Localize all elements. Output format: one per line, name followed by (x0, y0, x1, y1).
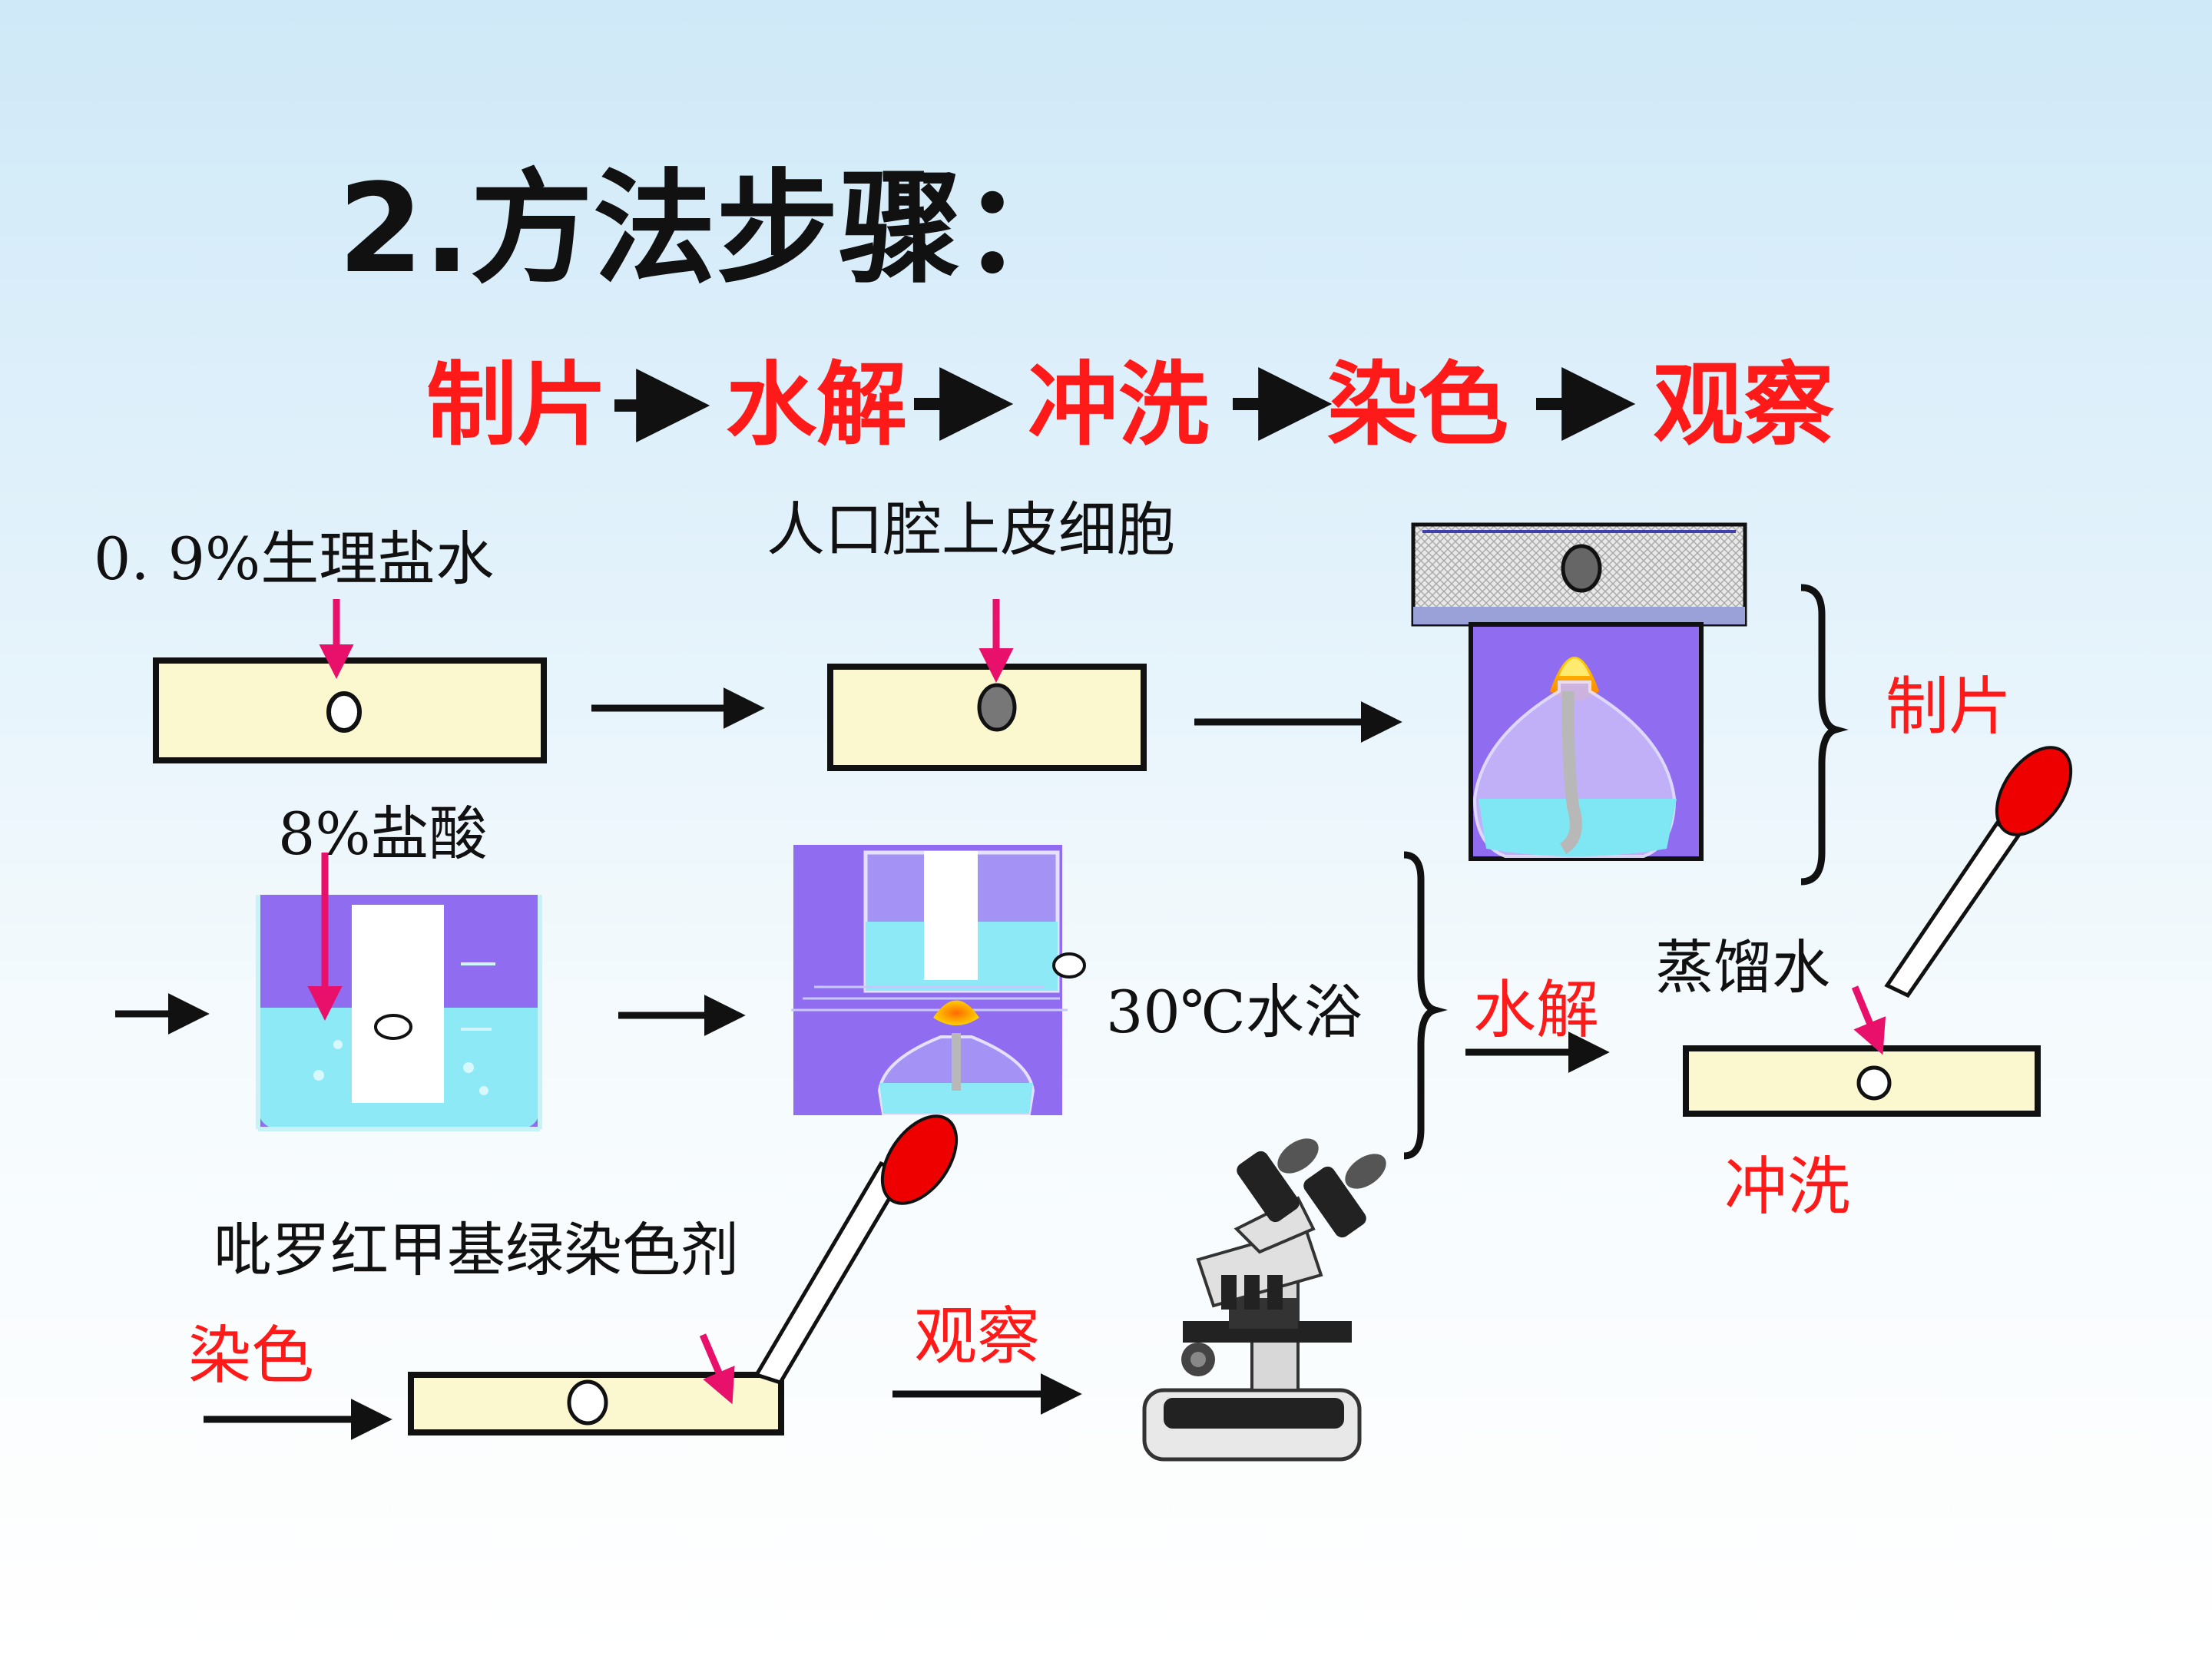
step-zhipian: 制片 (426, 352, 608, 458)
label-stain: 吡罗红甲基绿染色剂 (214, 1216, 739, 1284)
slide-stain (408, 1333, 784, 1435)
stage-label-chongxi: 冲洗 (1724, 1151, 1851, 1224)
page-title: 2.方法步骤： (338, 157, 1085, 300)
step-ranse: 染色 (1327, 352, 1509, 458)
slide-saline (153, 599, 547, 763)
stage-label-zhipian: 制片 (1886, 671, 2012, 743)
dropper-icon (1884, 746, 2073, 998)
microscope-icon (1142, 1138, 1386, 1462)
label-cells: 人口腔上皮细胞 (767, 495, 1175, 564)
step-shuijie: 水解 (726, 352, 908, 458)
slide-cells (827, 599, 1147, 771)
brace-icon (1800, 584, 1849, 886)
stage-label-guancha: 观察 (914, 1300, 1041, 1373)
stage-label-ranse: 染色 (188, 1320, 315, 1392)
stage-label-shuijie: 水解 (1473, 974, 1600, 1047)
step-guancha: 观察 (1653, 352, 1835, 458)
beaker-icon (256, 853, 542, 1131)
water-bath-setup (791, 845, 1086, 1115)
label-distilled-water: 蒸馏水 (1655, 933, 1830, 1002)
brace-icon-2 (1403, 851, 1448, 1160)
label-saline: 0. 9%生理盐水 (94, 525, 495, 593)
label-hcl: 8%盐酸 (278, 800, 488, 868)
label-water-bath: 30℃水浴 (1106, 978, 1363, 1046)
dropper-icon-2 (753, 1114, 959, 1385)
drying-setup (1411, 522, 1747, 861)
step-chongxi: 冲洗 (1028, 352, 1210, 458)
slide-rinse (1683, 985, 2041, 1117)
